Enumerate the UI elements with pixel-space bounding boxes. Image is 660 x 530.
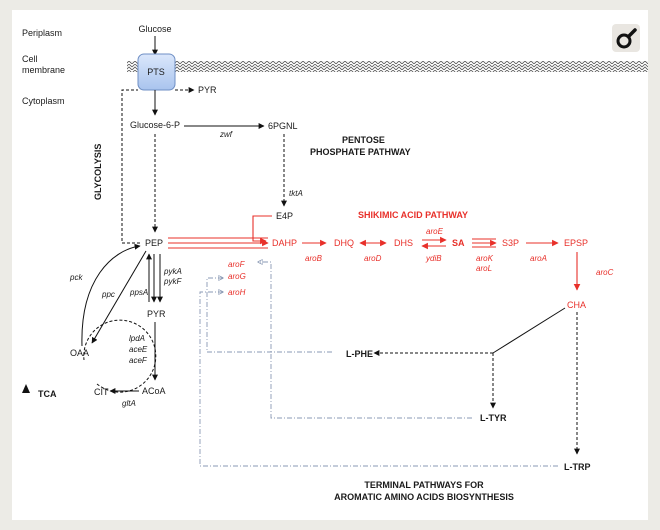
node-l-trp: L-TRP	[564, 462, 591, 472]
periplasm-label: Periplasm	[22, 28, 62, 38]
cell-membrane-band	[127, 61, 648, 72]
membrane-label-line2: membrane	[22, 65, 65, 75]
node-s3p: S3P	[502, 238, 519, 248]
feedback-line-trp	[199, 292, 558, 467]
node-pep: PEP	[145, 238, 163, 248]
node-l-phe: L-PHE	[346, 349, 373, 359]
enzyme-pyka: pykA	[163, 267, 182, 276]
enzyme-ppsa: ppsA	[129, 288, 148, 297]
node-acoa: ACoA	[142, 386, 166, 396]
node-dhq: DHQ	[334, 238, 354, 248]
node-epsp: EPSP	[564, 238, 588, 248]
node-dhs: DHS	[394, 238, 413, 248]
node-glucose-6-p: Glucose-6-P	[130, 120, 180, 130]
tca-direction-arrow	[22, 384, 30, 393]
enzyme-arol: aroL	[476, 264, 492, 273]
enzyme-ydib: ydiB	[425, 254, 442, 263]
enzyme-arof: aroF	[228, 260, 246, 269]
node-oaa: OAA	[70, 348, 89, 358]
enzyme-zwf: zwf	[219, 130, 233, 139]
enzyme-aroc: aroC	[596, 268, 614, 277]
enzyme-ppc: ppc	[101, 290, 115, 299]
terminal-label-line2: AROMATIC AMINO ACIDS BIOSYNTHESIS	[334, 492, 514, 502]
feedback-line-tyr	[258, 262, 472, 419]
node-dahp: DAHP	[272, 238, 297, 248]
enzyme-arob: aroB	[305, 254, 323, 263]
pathway-diagram: Periplasm Cell membrane Cytoplasm Glucos…	[22, 24, 648, 502]
node-cha: CHA	[567, 300, 586, 310]
toggle-icon[interactable]	[612, 24, 640, 52]
enzyme-arog: aroG	[228, 272, 246, 281]
feedback-line-phe	[206, 278, 332, 353]
shikimic-pathway-label: SHIKIMIC ACID PATHWAY	[358, 210, 468, 220]
pentose-label-line2: PHOSPHATE PATHWAY	[310, 147, 411, 157]
enzyme-aroh: aroH	[228, 288, 246, 297]
node-e4p: E4P	[276, 211, 293, 221]
node-pyr: PYR	[147, 309, 166, 319]
enzyme-pck: pck	[69, 273, 83, 282]
diagram-card: Periplasm Cell membrane Cytoplasm Glucos…	[12, 10, 648, 520]
cytoplasm-label: Cytoplasm	[22, 96, 65, 106]
node-pyr-top: PYR	[198, 85, 217, 95]
enzyme-lpda: lpdA	[129, 334, 145, 343]
enzyme-glta: gltA	[122, 399, 136, 408]
node-cit: CIT	[94, 387, 109, 397]
glycolysis-label: GLYCOLYSIS	[93, 144, 103, 200]
enzyme-acee: aceE	[129, 345, 148, 354]
membrane-label-line1: Cell	[22, 54, 38, 64]
enzyme-tkta: tktA	[289, 189, 303, 198]
node-glucose: Glucose	[138, 24, 171, 34]
terminal-label-line1: TERMINAL PATHWAYS FOR	[364, 480, 484, 490]
pts-transporter-box	[137, 53, 176, 91]
node-6pgnl: 6PGNL	[268, 121, 298, 131]
pentose-label-line1: PENTOSE	[342, 135, 385, 145]
node-pts: PTS	[147, 67, 165, 77]
enzyme-arok: aroK	[476, 254, 494, 263]
enzyme-arod: aroD	[364, 254, 382, 263]
node-tca: TCA	[38, 389, 57, 399]
node-sa: SA	[452, 238, 465, 248]
enzyme-aroa: aroA	[530, 254, 547, 263]
enzyme-acef: aceF	[129, 356, 148, 365]
enzyme-pykf: pykF	[163, 277, 182, 286]
enzyme-aroe: aroE	[426, 227, 444, 236]
node-l-tyr: L-TYR	[480, 413, 507, 423]
